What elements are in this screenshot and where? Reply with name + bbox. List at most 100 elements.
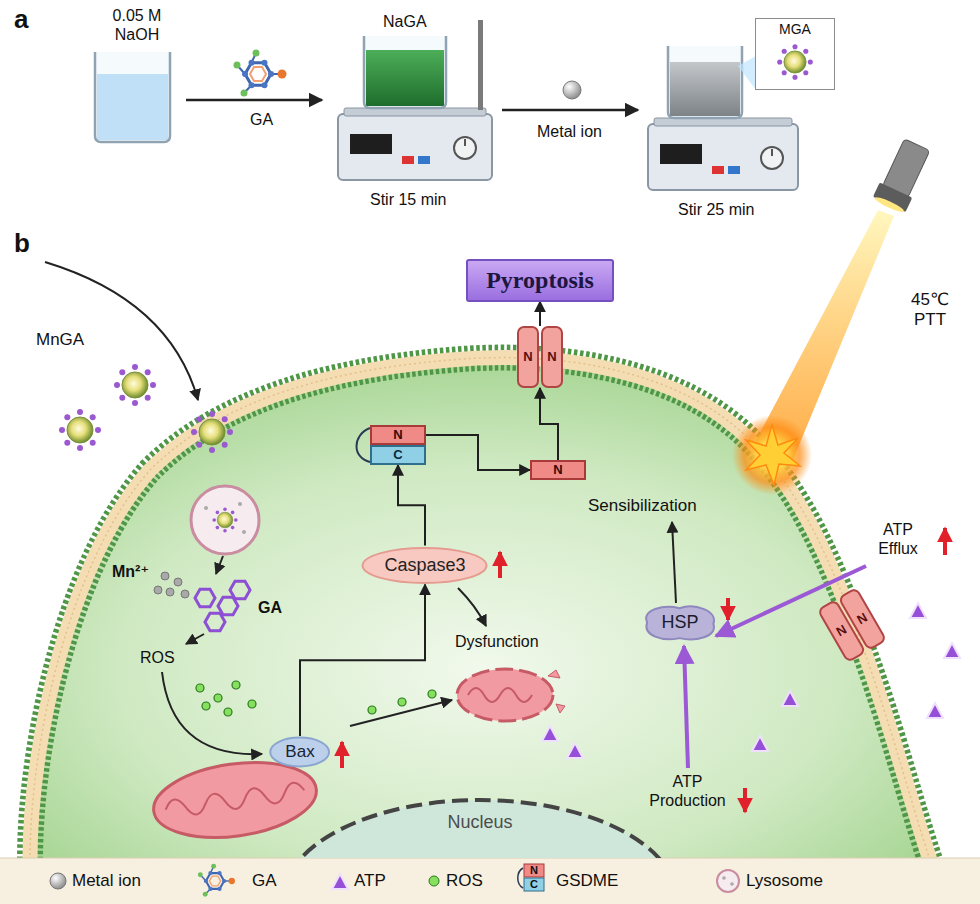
ga-hexagons (195, 589, 215, 606)
naga-beaker (366, 50, 444, 106)
lysosome (212, 507, 237, 532)
zoom-beam (738, 56, 756, 90)
connector-arrow (300, 585, 425, 737)
atp-triangles (542, 726, 558, 741)
atp-triangles (944, 643, 960, 658)
red-change-arrow (498, 552, 502, 578)
nanoparticle (191, 411, 233, 453)
atp-triangles (542, 603, 960, 758)
naoh-beaker (97, 74, 168, 140)
atp-triangles (567, 743, 583, 758)
node-text: HSP (661, 612, 698, 633)
ros-dots (232, 681, 240, 689)
ros-dots (202, 702, 210, 710)
node-text: Caspase3 (384, 555, 465, 576)
stirrer (712, 166, 724, 174)
red-change-arrow (743, 788, 747, 812)
gsdme-linker (357, 428, 371, 462)
mn-ions (174, 578, 182, 586)
red-change-arrow (340, 742, 344, 768)
stirrer (464, 139, 466, 146)
release-arrow (216, 556, 223, 574)
lysosome (242, 530, 246, 534)
ros-dots (398, 698, 406, 706)
laser-device (872, 137, 934, 215)
beaker-label: NaGA (383, 12, 427, 31)
legend-symbol (518, 868, 523, 888)
ros-dots (248, 700, 256, 708)
legend-symbol (717, 870, 739, 892)
molecule-label: GA (258, 598, 282, 617)
stirrer (728, 166, 740, 174)
atp-triangles (927, 703, 943, 718)
step-label: Stir 15 min (370, 190, 446, 209)
purple-arrow (684, 646, 688, 768)
legend-symbol (429, 876, 439, 886)
process-label: Sensibilization (588, 496, 697, 516)
step-arrow (186, 99, 322, 102)
panel-letter: b (14, 228, 30, 259)
lysosome (191, 486, 259, 554)
gsdme-pore: NN (517, 326, 563, 388)
ros-dots (368, 690, 436, 714)
step-label: Stir 25 min (678, 200, 754, 219)
node-outline (363, 547, 487, 582)
red-change-arrow (726, 598, 730, 620)
ga-molecule (234, 50, 287, 97)
caspase-ellipse: Caspase3 (360, 546, 489, 585)
ros-dots (214, 694, 222, 702)
stirrer (454, 137, 476, 159)
legend-sample-text: N (524, 864, 544, 877)
gsdme-n-domain: N (370, 425, 426, 445)
ga-hexagons (230, 581, 250, 598)
hsp-blob: HSP (641, 603, 718, 642)
naoh-beaker (95, 52, 170, 142)
legend-text: GSDME (556, 871, 618, 891)
inset-box: MGA (755, 18, 835, 90)
stirrer (771, 149, 773, 156)
legend-symbol (198, 864, 235, 897)
ros-dots (196, 681, 256, 716)
node-text: N (541, 326, 563, 388)
mga-beaker (670, 62, 740, 116)
damaged-mitochondrion (468, 688, 532, 702)
mn-ions (166, 588, 174, 596)
node-text: Bax (285, 742, 314, 762)
legend-symbol (730, 882, 734, 886)
lysosome (191, 486, 259, 554)
node-text: MGA (756, 19, 834, 37)
connector-arrow (539, 302, 541, 327)
mn-ions (161, 572, 169, 580)
heat-burst (746, 425, 800, 485)
legend-text: Metal ion (72, 871, 141, 891)
node-text: N (372, 427, 424, 443)
particle-label: MnGA (36, 330, 84, 350)
state-label: Dysfunction (455, 632, 539, 651)
legend-symbol (524, 878, 544, 891)
ros-label: ROS (140, 648, 175, 667)
connector-arrow (426, 435, 530, 470)
nanoparticle (59, 409, 101, 451)
stirrer (660, 144, 702, 164)
node-text: N (517, 326, 539, 388)
legend-symbol (50, 873, 66, 889)
nucleus: Nucleus (280, 790, 680, 858)
legend-band (0, 858, 980, 904)
ros-dots (368, 706, 376, 714)
treatment-label: 45℃ PTT (900, 290, 960, 331)
stirrer (648, 124, 798, 190)
cell-membrane (30, 358, 930, 860)
legend-text: ROS (446, 871, 483, 891)
legend-symbol (717, 870, 739, 892)
stirrer (478, 20, 483, 110)
damaged-mitochondrion (457, 669, 553, 721)
purple-arrow (684, 566, 866, 768)
nanoparticle (777, 44, 813, 80)
gsdme-c-domain: C (370, 445, 426, 465)
naga-beaker (364, 36, 446, 108)
atp-triangles (782, 691, 798, 706)
ros-dots (428, 690, 436, 698)
atp-triangles (752, 736, 768, 751)
